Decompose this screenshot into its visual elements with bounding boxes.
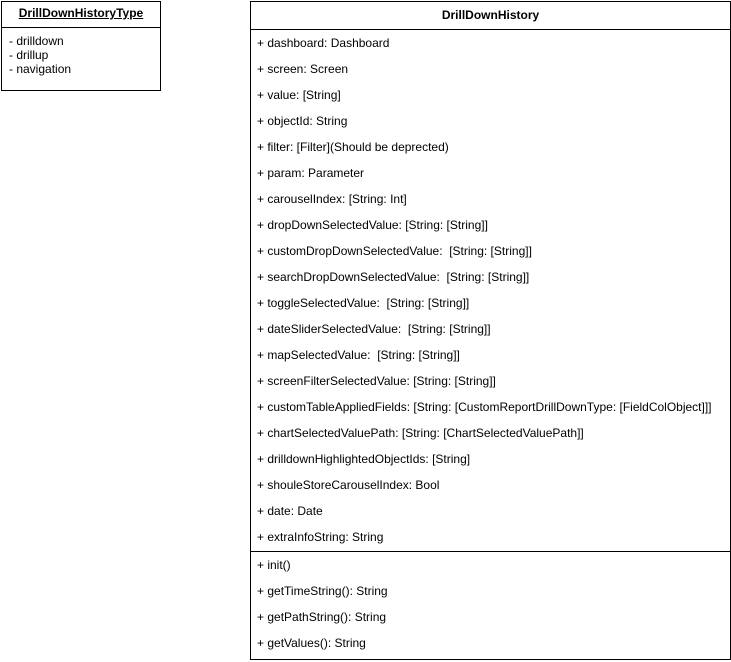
- attribute: + customDropDownSelectedValue: [String: …: [257, 244, 532, 258]
- attribute: + drilldownHighlightedObjectIds: [String…: [257, 452, 471, 466]
- class-title: DrillDownHistory: [441, 8, 540, 22]
- method: + getTimeString(): String: [257, 584, 388, 598]
- attribute: + mapSelectedValue: [String: [String]]: [257, 348, 460, 362]
- attribute: + dropDownSelectedValue: [String: [Strin…: [257, 218, 488, 232]
- attribute: + filter: [Filter](Should be deprected): [257, 140, 449, 154]
- enum-title: DrillDownHistoryType: [18, 6, 144, 20]
- enum-drilldown-history-type[interactable]: DrillDownHistoryType - drilldown - drill…: [1, 1, 161, 91]
- attribute: + chartSelectedValuePath: [String: [Char…: [257, 426, 584, 440]
- method-list: + init() + getTimeString(): String + get…: [251, 552, 730, 656]
- enum-value: - drillup: [9, 48, 49, 62]
- enum-value: - drilldown: [9, 34, 64, 48]
- class-methods-divider: [251, 551, 730, 552]
- attribute: + shouleStoreCarouselIndex: Bool: [257, 478, 440, 492]
- attribute: + screenFilterSelectedValue: [String: [S…: [257, 374, 496, 388]
- attribute: + customTableAppliedFields: [String: [Cu…: [257, 400, 712, 414]
- enum-value: - navigation: [9, 62, 72, 76]
- attribute: + toggleSelectedValue: [String: [String]…: [257, 296, 470, 310]
- attribute: + extraInfoString: String: [257, 530, 384, 544]
- class-drilldown-history[interactable]: DrillDownHistory + dashboard: Dashboard …: [250, 1, 731, 660]
- attribute: + date: Date: [257, 504, 323, 518]
- attribute: + param: Parameter: [257, 166, 365, 180]
- method: + getPathString(): String: [257, 610, 387, 624]
- enum-divider: [2, 27, 160, 28]
- method: + getValues(): String: [257, 636, 366, 650]
- attribute: + value: [String]: [257, 88, 341, 102]
- method: + init(): [257, 558, 291, 572]
- attribute: + dateSliderSelectedValue: [String: [Str…: [257, 322, 491, 336]
- attribute: + screen: Screen: [257, 62, 349, 76]
- attribute: + carouselIndex: [String: Int]: [257, 192, 407, 206]
- attribute: + dashboard: Dashboard: [257, 36, 390, 50]
- enum-values: - drilldown - drillup - navigation: [2, 28, 160, 76]
- class-title-divider: [251, 29, 730, 30]
- attribute-list: + dashboard: Dashboard + screen: Screen …: [251, 30, 730, 551]
- attribute: + searchDropDownSelectedValue: [String: …: [257, 270, 530, 284]
- attribute: + objectId: String: [257, 114, 348, 128]
